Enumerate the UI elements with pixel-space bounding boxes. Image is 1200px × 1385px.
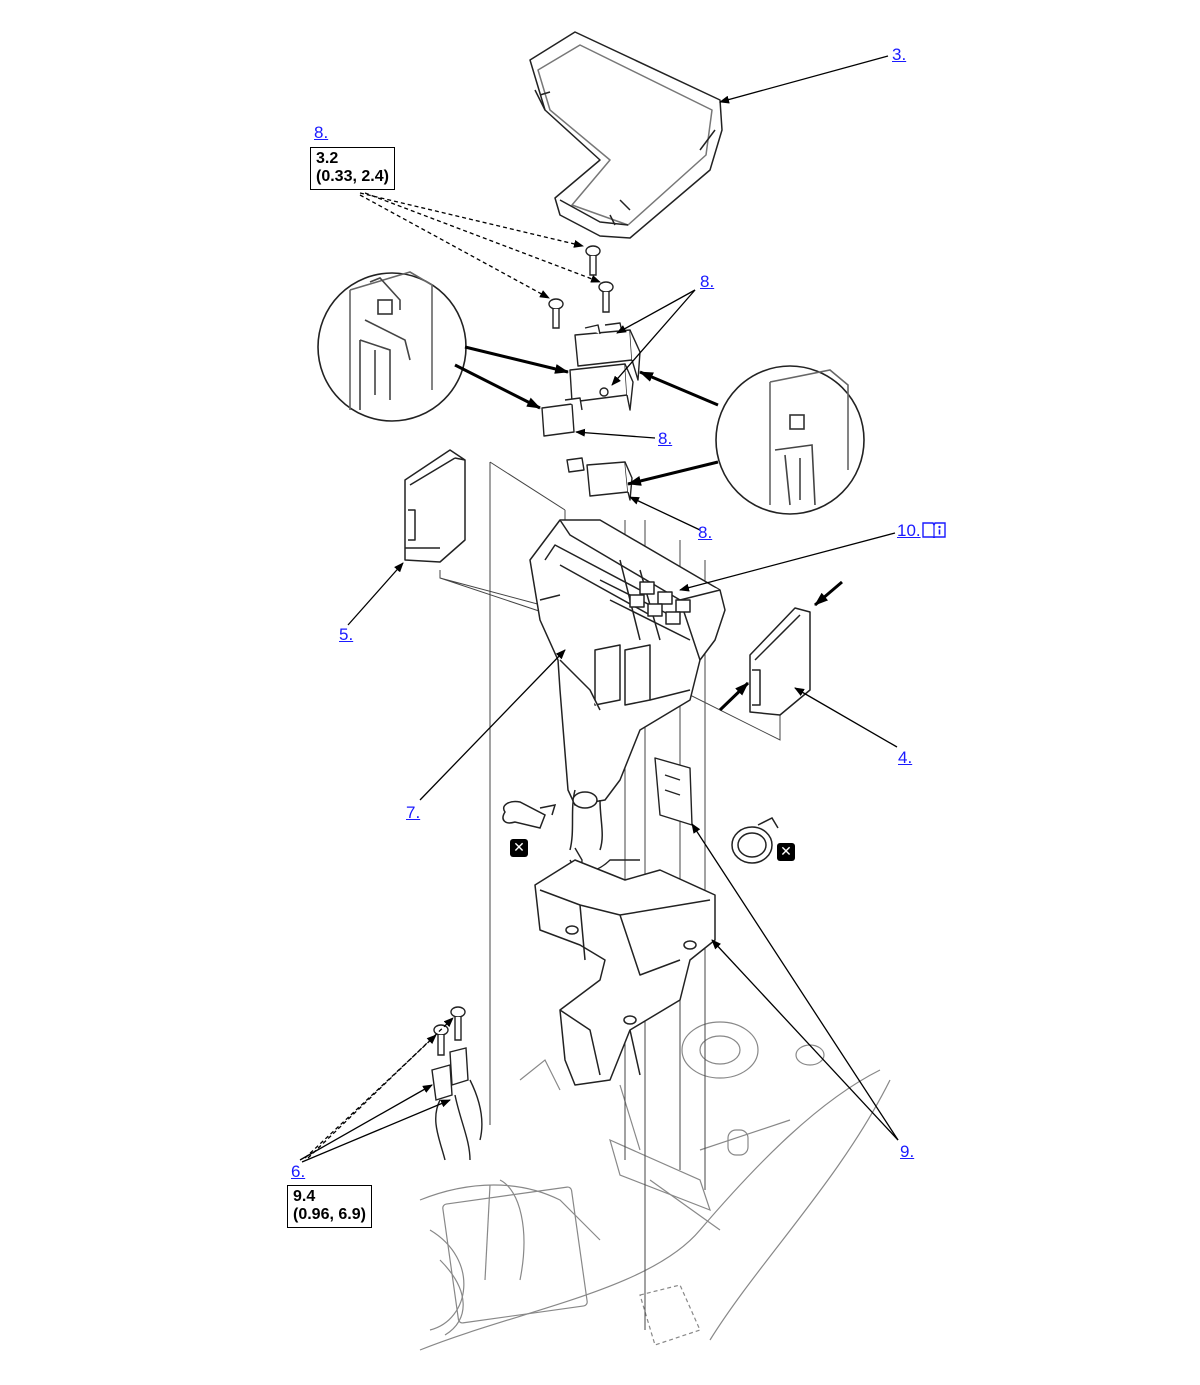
lower-tray — [534, 859, 716, 1086]
torque-spec-upper: 3.2 (0.33, 2.4) — [310, 147, 395, 190]
clip-right — [731, 817, 779, 864]
detail-circle-left — [317, 271, 467, 422]
callout-7-fuse-box-body[interactable]: 7. — [406, 803, 421, 822]
callout-8-bolts[interactable]: 8. — [314, 123, 329, 142]
relay-stack — [541, 322, 641, 501]
leader-lines — [299, 55, 899, 1163]
torque-upper-units: (0.33, 2.4) — [316, 168, 389, 186]
callout-8-relay-middle[interactable]: 8. — [658, 429, 673, 448]
bolts-top — [548, 245, 614, 329]
callout-4-module-right[interactable]: 4. — [898, 748, 913, 767]
callout-10-label: 10. — [897, 521, 921, 540]
book-info-icon — [921, 522, 946, 538]
torque-spec-lower: 9.4 (0.96, 6.9) — [287, 1185, 372, 1228]
terminal-bolts — [431, 1006, 483, 1161]
callout-6-terminal-bolts[interactable]: 6. — [291, 1162, 306, 1181]
detail-circle-right — [715, 365, 865, 515]
vehicle-body-outline — [419, 1021, 891, 1351]
fuse-box-cover — [529, 31, 723, 239]
callout-8-relay-lower[interactable]: 8. — [698, 523, 713, 542]
module-left — [404, 449, 466, 563]
callout-9-bracket[interactable]: 9. — [900, 1142, 915, 1161]
detail-arrows — [454, 345, 843, 712]
torque-lower-units: (0.96, 6.9) — [293, 1206, 366, 1224]
torque-lower-value: 9.4 — [293, 1188, 316, 1205]
module-right — [749, 607, 811, 716]
x-box-icon: ✕ — [777, 843, 795, 861]
callout-10-fuse-box[interactable]: 10. — [897, 521, 946, 539]
clip-left — [502, 800, 557, 829]
torque-upper-value: 3.2 — [316, 150, 339, 167]
callout-8-relay-upper[interactable]: 8. — [700, 272, 715, 291]
callout-3-fuse-box-cover[interactable]: 3. — [892, 45, 907, 64]
x-box-icon: ✕ — [510, 839, 528, 857]
callout-5-module-left[interactable]: 5. — [339, 625, 354, 644]
fuse-box-body — [529, 519, 726, 851]
